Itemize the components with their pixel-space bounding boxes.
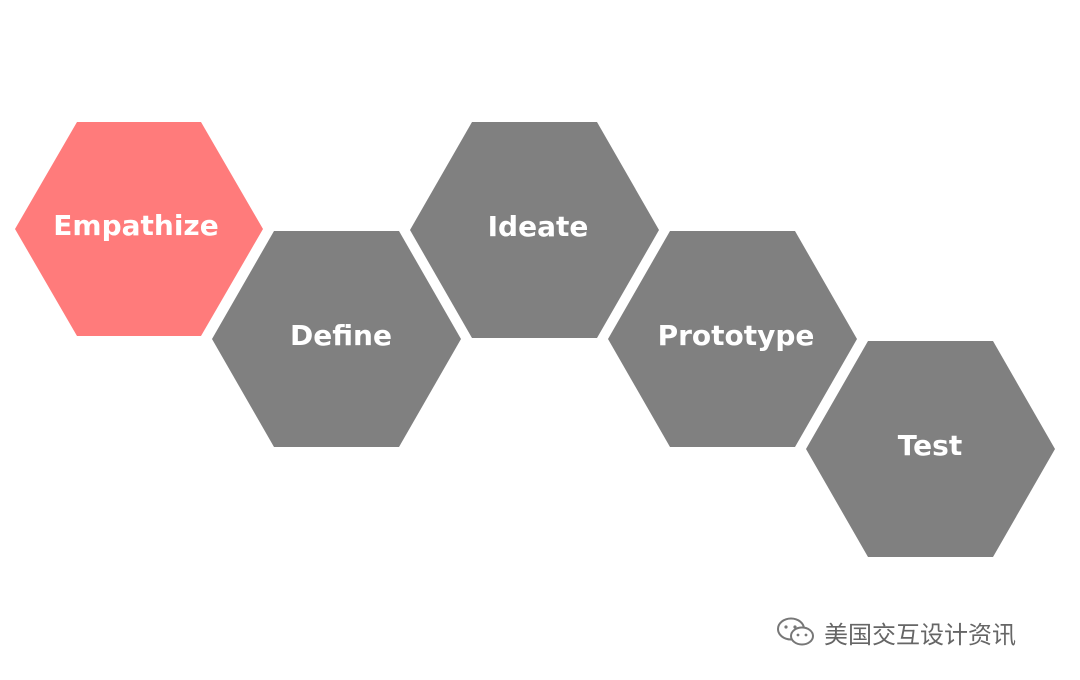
step-label-test: Test (898, 429, 962, 462)
hexagon-empathize (15, 122, 263, 336)
step-test: Test (806, 341, 1055, 557)
step-label-prototype: Prototype (658, 319, 815, 352)
hexagon-test (806, 341, 1055, 557)
step-empathize: Empathize (15, 122, 263, 336)
watermark: 美国交互设计资讯 (776, 612, 1016, 652)
step-label-ideate: Ideate (488, 210, 589, 243)
hexagon-define (212, 231, 461, 447)
watermark-text: 美国交互设计资讯 (824, 620, 1016, 649)
hexagon-ideate (410, 122, 659, 338)
step-label-define: Define (290, 319, 392, 352)
step-label-empathize: Empathize (53, 209, 218, 242)
hexagon-prototype (608, 231, 857, 447)
step-ideate: Ideate (410, 122, 659, 338)
step-define: Define (212, 231, 461, 447)
wechat-icon (777, 617, 814, 646)
step-prototype: Prototype (608, 231, 857, 447)
